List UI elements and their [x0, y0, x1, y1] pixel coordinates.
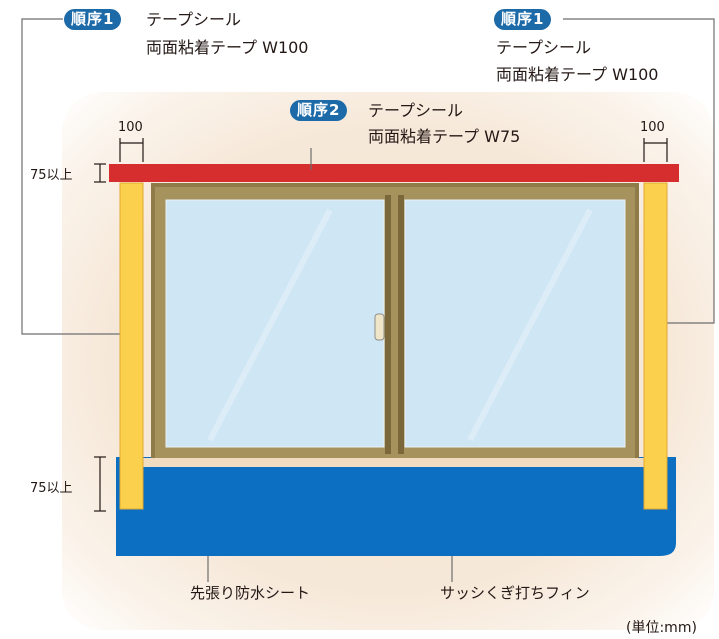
dimension-top-height: 75以上 — [30, 168, 73, 183]
step1-left-line1: テープシール — [146, 10, 242, 29]
dimension-top-right-width: 100 — [640, 120, 665, 135]
label-nail-fin: サッシくぎ打ちフィン — [440, 584, 590, 602]
step1-right-badge: 順序1 — [494, 9, 552, 30]
step1-right-line1: テープシール — [496, 38, 592, 57]
step2-line1: テープシール — [368, 101, 464, 120]
side-tape-right — [643, 182, 668, 510]
waterproof-sheet — [116, 457, 676, 556]
label-waterproof-sheet: 先張り防水シート — [190, 584, 311, 602]
glass-pane-left — [165, 199, 385, 448]
leader-line-right — [563, 18, 715, 324]
step1-left-badge: 順序1 — [64, 9, 122, 30]
unit-note: (単位:mm) — [626, 620, 697, 636]
window-sill — [143, 458, 645, 467]
dimension-bottom-height: 75以上 — [30, 481, 73, 496]
step1-left-line2: 両面粘着テープ W100 — [146, 38, 309, 57]
leader-line-left — [21, 18, 128, 335]
side-tape-left — [119, 182, 144, 510]
window-latch — [374, 313, 385, 341]
dimension-top-left-width: 100 — [118, 120, 143, 135]
step2-line2: 両面粘着テープ W75 — [368, 127, 521, 146]
glass-pane-right — [404, 199, 626, 448]
top-tape — [109, 164, 679, 182]
step2-badge: 順序2 — [290, 100, 348, 121]
step1-right-line2: 両面粘着テープ W100 — [496, 65, 659, 84]
